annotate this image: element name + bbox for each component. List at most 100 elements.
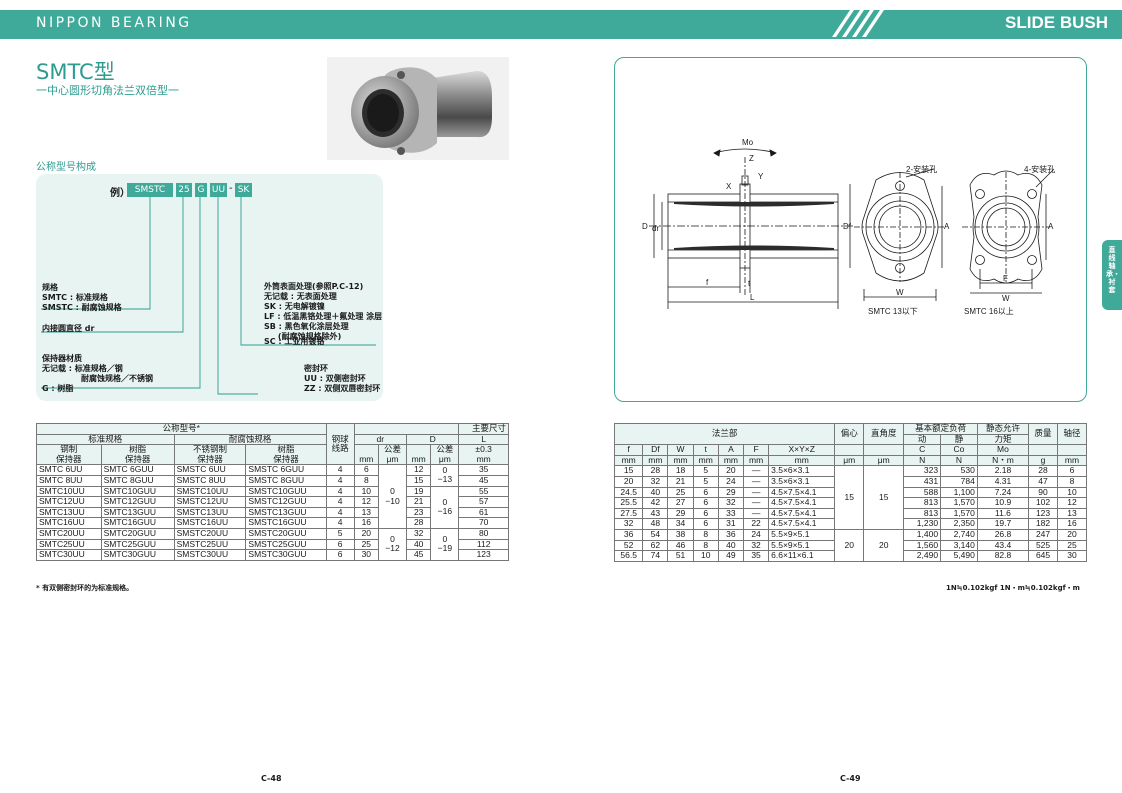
- cell: 645: [1028, 550, 1058, 562]
- seal-lines: 密封环 UU : 双侧密封环 ZZ : 双侧双唇密封环: [304, 364, 380, 394]
- cell: SMTC10GUU: [100, 485, 175, 498]
- table-header-row: f Df W t A F X×Y×Z C Co Mo: [613, 444, 1088, 456]
- th-balls-text: 钢球: [331, 433, 349, 444]
- th-unit: mm: [642, 454, 669, 467]
- spec-line: SMTC : 标准规格: [42, 293, 108, 302]
- cell: 5: [692, 475, 719, 488]
- th-unit: μm: [863, 454, 905, 467]
- cell: 22: [742, 518, 770, 530]
- th-unit: mm: [613, 454, 644, 467]
- retainer-lines: 保持器材质 无记载 : 标准规格／钢 耐腐蚀规格／不锈钢 G : 树脂: [42, 354, 153, 394]
- cell: 24.5: [613, 486, 644, 499]
- code-surface: SK: [235, 183, 252, 197]
- cell: 32: [717, 497, 744, 509]
- cell: 4: [325, 517, 355, 529]
- cell: SMSTC25GUU: [245, 538, 327, 551]
- cell: 813: [903, 507, 942, 520]
- cell: SMSTC13GUU: [245, 506, 327, 519]
- cell: 21: [405, 496, 432, 508]
- cell: 11.6: [976, 507, 1030, 520]
- cell: 6: [325, 549, 355, 561]
- th-blank: [834, 444, 865, 456]
- cell: 525: [1028, 539, 1058, 552]
- cell: SMTC13UU: [36, 506, 102, 519]
- th-unit: N・m: [976, 454, 1030, 467]
- th-unit: g: [1028, 454, 1058, 467]
- cell: 24: [742, 528, 770, 541]
- cell: 28: [642, 465, 669, 477]
- technical-drawing: Mo Z X Y D dr Df f t L 2-安装孔 W A SMTC 13…: [642, 138, 1055, 316]
- tol-text: −13: [437, 474, 453, 485]
- cell-tol-d-1: 0−13: [430, 464, 460, 487]
- th-main: 主要尺寸: [458, 423, 509, 435]
- f-label: f: [706, 278, 709, 287]
- th-unit: mm: [717, 454, 744, 467]
- cell: 4: [325, 496, 355, 508]
- cell: 5: [325, 527, 355, 540]
- cell: 46: [667, 539, 694, 552]
- cell: 45: [458, 474, 509, 487]
- cell: 40: [642, 486, 669, 499]
- cell: SMTC30UU: [36, 549, 102, 561]
- cell: —: [742, 497, 770, 509]
- cell: 34: [667, 518, 694, 530]
- cell: SMSTC10GUU: [245, 485, 327, 498]
- cell: SMSTC30UU: [173, 549, 247, 561]
- cell: 51: [667, 550, 694, 562]
- cell: SMSTC 6UU: [173, 464, 247, 476]
- cell: 30: [353, 549, 380, 561]
- cell: 15: [405, 474, 432, 487]
- cell: 23: [405, 506, 432, 519]
- table-header-row: 标准规格 耐腐蚀规格 dr D L: [36, 433, 509, 446]
- header-rule: [0, 37, 1122, 39]
- surface-lines: 外筒表面处理(参照P.C-12) 无记载 : 无表面处理 SK : 无电解镀镍 …: [264, 282, 382, 342]
- th-unit: mm: [1056, 454, 1088, 467]
- th-moment: 静态允许: [976, 423, 1030, 435]
- cell: 29: [717, 486, 744, 499]
- tol-text: 0: [442, 464, 448, 475]
- cell: 32: [642, 475, 669, 488]
- th-unit: mm: [667, 454, 694, 467]
- cell: 42: [642, 497, 669, 509]
- cell: 5,490: [940, 550, 978, 562]
- th-corr: 耐腐蚀规格: [173, 433, 327, 446]
- cell: 12: [353, 496, 380, 508]
- th-std: 标准规格: [36, 433, 175, 446]
- cell: 35: [458, 464, 509, 476]
- cell: 102: [1028, 497, 1058, 509]
- cell: 247: [1028, 528, 1058, 541]
- cell: 19: [405, 485, 432, 498]
- mo-label: Mo: [742, 138, 754, 147]
- table-header-row: 动 静 力矩: [615, 433, 1087, 446]
- surface-line: LF : 低温黑铬处理＋氟处理 涂层: [264, 312, 383, 321]
- header-right: SLIDE BUSH: [907, 10, 1122, 37]
- tol-text: −19: [437, 543, 453, 554]
- cell: 4: [325, 474, 355, 487]
- th-text: 保持器: [273, 453, 299, 464]
- code-seal: UU: [210, 183, 227, 197]
- retainer-line: 无记载 : 标准规格／钢: [42, 364, 123, 373]
- th-t: t: [692, 444, 719, 456]
- th-text: 树脂: [129, 444, 147, 455]
- th-xyz: X×Y×Z: [768, 444, 836, 456]
- cell: SMSTC12UU: [173, 496, 247, 508]
- cell: 588: [903, 486, 942, 499]
- cell: 4.5×7.5×4.1: [768, 507, 836, 520]
- cell: 43.4: [976, 539, 1030, 552]
- th-dyn: 动: [903, 433, 942, 446]
- a-label-a: A: [944, 222, 950, 231]
- cell: 3.5×6×3.1: [768, 475, 836, 488]
- cell: 16: [1056, 518, 1088, 530]
- cell: —: [742, 475, 770, 488]
- seal-line: 密封环: [304, 364, 328, 373]
- table-header-row: 法兰部 偏心 直角度 基本额定负荷 静态允许 质量 轴径: [613, 422, 1088, 446]
- th-text: 保持器: [197, 453, 223, 464]
- th-stainless: 不锈钢制保持器: [173, 444, 247, 466]
- cell: 25: [1056, 539, 1088, 552]
- cell: —: [742, 507, 770, 520]
- side-tab: [1102, 240, 1122, 310]
- cell: 4.31: [976, 475, 1030, 488]
- cell: 21: [667, 475, 694, 488]
- cell: 123: [458, 549, 509, 561]
